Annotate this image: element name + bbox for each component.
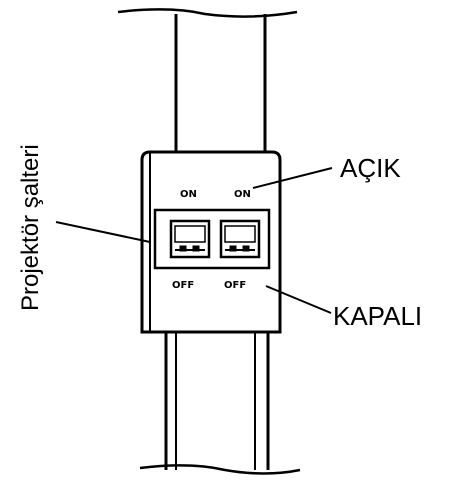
leader-switch bbox=[55, 221, 151, 243]
lower-column bbox=[139, 332, 301, 475]
switch-panel bbox=[153, 208, 271, 270]
right-toggle-switch bbox=[219, 219, 261, 259]
leader-lines bbox=[55, 167, 333, 314]
leader-on bbox=[252, 167, 333, 189]
left-toggle-switch bbox=[169, 219, 211, 259]
off-label-right: OFF bbox=[224, 280, 246, 291]
projector-switch-label: Projektör şalteri bbox=[17, 144, 44, 311]
on-state-label: AÇIK bbox=[340, 153, 401, 183]
on-label-left: ON bbox=[180, 189, 197, 200]
on-label-right: ON bbox=[234, 189, 251, 200]
off-label-left: OFF bbox=[172, 280, 194, 291]
upper-column bbox=[117, 8, 298, 152]
leader-off bbox=[265, 285, 332, 314]
off-state-label: KAPALI bbox=[333, 301, 422, 331]
